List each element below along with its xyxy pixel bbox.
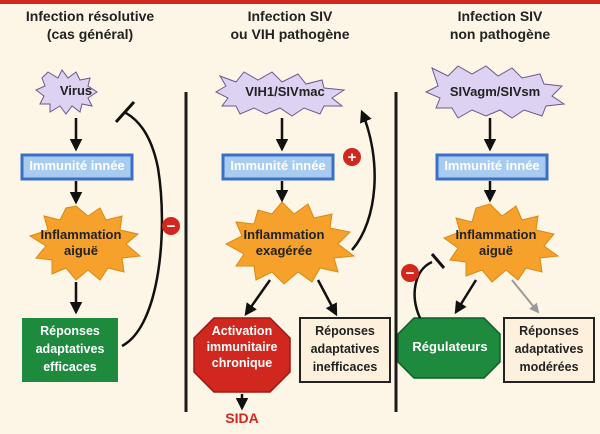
inflammation-burst-shape-col2	[224, 201, 356, 285]
adaptive-responses-box-shape	[22, 318, 118, 382]
col2-responses-line1: Réponses	[315, 324, 375, 338]
col1-responses-line2: adaptatives	[35, 342, 105, 356]
minus-sign-col3-circle	[401, 264, 419, 282]
plus-sign-col2: +	[347, 149, 357, 166]
col1-inflammation-line1: Inflammation	[40, 227, 122, 242]
col2-inflammation-line2: exagérée	[255, 243, 313, 258]
col3-innate-immunity-label: Immunité innée	[444, 158, 540, 173]
col2-virus-label: VIH1/SIVmac	[245, 84, 325, 99]
arrow-inflammation-to-activation	[244, 279, 272, 317]
col2-subtitle: ou VIH pathogène	[230, 26, 350, 42]
innate-immunity-box-shape-col3	[435, 153, 549, 181]
arrow-inflammation-to-regulators	[454, 279, 478, 315]
feedback-inhibition-curve-col3	[413, 260, 433, 319]
col1-virus-label: Virus	[59, 83, 93, 98]
virus-star-shape	[35, 69, 98, 115]
regulators-octagon-shape	[397, 317, 501, 379]
col2-responses-line3: inefficaces	[312, 360, 378, 374]
col3-title: Infection SIV	[457, 8, 543, 24]
inflammation-burst-shape	[28, 205, 142, 281]
innate-immunity-box-shape-col2	[221, 153, 335, 181]
col2-outcome-sida: SIDA	[225, 410, 259, 426]
feedback-amplification-curve	[351, 109, 376, 251]
col3-responses-line3: modérées	[519, 360, 579, 374]
adaptive-responses-box-shape-col3	[503, 317, 595, 383]
col1-innate-immunity-label: Immunité innée	[29, 158, 125, 173]
col3-inflammation-line1: Inflammation	[455, 227, 537, 242]
col1-responses-line3: efficaces	[43, 360, 97, 374]
virus-star-shape-col3	[424, 65, 566, 119]
col1-responses-line1: Réponses	[40, 324, 100, 338]
top-accent-bar	[0, 0, 600, 4]
inflammation-burst-shape-col3	[442, 203, 560, 283]
col3-responses-line1: Réponses	[519, 324, 579, 338]
col2-activation-line3: chronique	[211, 356, 273, 370]
innate-immunity-box-shape	[20, 153, 134, 181]
col3-responses-line2: adaptatives	[514, 342, 584, 356]
arrow-inflammation-to-responses-col2	[316, 279, 338, 317]
col3-virus-label: SIVagm/SIVsm	[449, 84, 541, 99]
inhibition-bar-col1	[114, 100, 136, 124]
minus-sign-col1-circle	[162, 217, 180, 235]
minus-sign-col3: −	[405, 265, 415, 282]
col3-subtitle: non pathogène	[449, 26, 551, 42]
feedback-inhibition-curve	[121, 110, 164, 348]
col1-subtitle: (cas général)	[46, 26, 134, 42]
col2-inflammation-line1: Inflammation	[243, 227, 325, 242]
col2-innate-immunity-label: Immunité innée	[230, 158, 326, 173]
adaptive-responses-box-shape-col2	[299, 317, 391, 383]
col2-title: Infection SIV	[247, 8, 333, 24]
minus-sign-col1: −	[166, 218, 176, 235]
activation-octagon-shape	[193, 317, 291, 393]
inhibition-bar-col3	[430, 253, 446, 269]
col1-inflammation-line2: aiguë	[64, 243, 98, 258]
col3-inflammation-line2: aiguë	[479, 243, 513, 258]
col2-activation-line2: immunitaire	[206, 340, 278, 354]
col2-activation-line1: Activation	[211, 324, 273, 338]
col1-title: Infection résolutive	[25, 8, 155, 24]
virus-star-shape-col2	[214, 71, 346, 117]
plus-sign-col2-circle	[343, 148, 361, 166]
arrow-inflammation-to-responses-col3	[511, 279, 540, 314]
col2-responses-line2: adaptatives	[310, 342, 380, 356]
col3-regulators-label: Régulateurs	[412, 339, 488, 354]
